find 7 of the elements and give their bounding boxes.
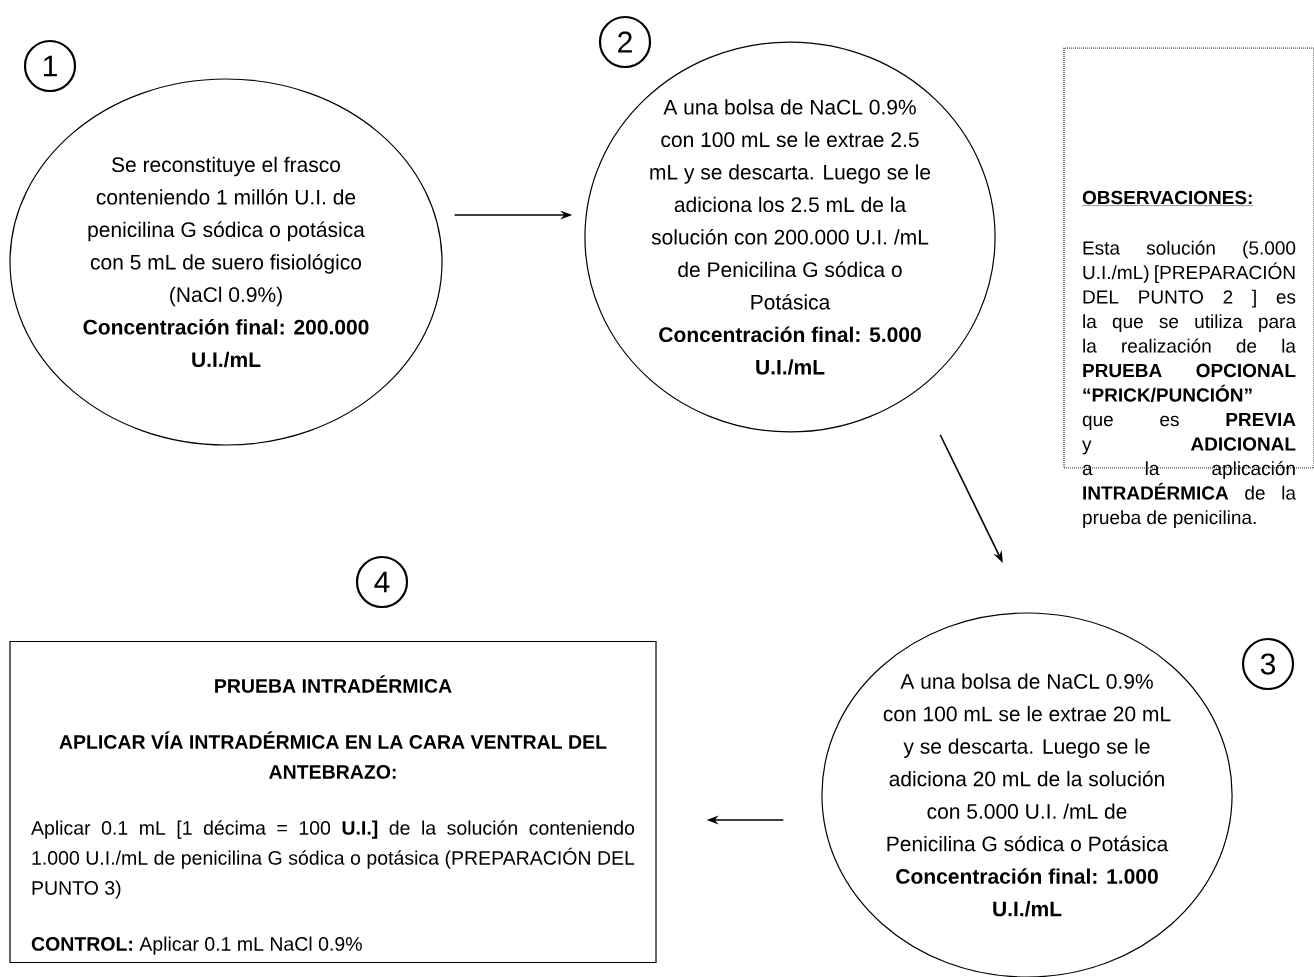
node-label: INTRADÉRMICA de la prueba de penicilina. [1083, 482, 1296, 528]
instruction-box: PRUEBA INTRADÉRMICA APLICAR VÍA INTRADÉRMICA EN LA CARA VENTRAL DEL ANTEBRAZO: Aplicar 0.1 mL [1 décima = 100 U.I.] de la solución conteniendo 1.000 U.I./mL de penicilina G sódica o potásica (PREPARACIÓN DEL PUNTO 3) CONTROL: Aplicar 0.1 mL NaCl 0.9% [9, 640, 657, 964]
notes-box: OBSERVACIONES: Esta solución (5.000 U.I./mL) [PREPARACIÓN DEL PUNTO 2 ] es la que se utiliza para la realización de la PRUEBA OPCIONAL “PRICK/PUNCIÓN” que es PREVIA y ADICIONAL a la aplicación INTRADÉRMICA de la prueba de penicilina. [1063, 47, 1314, 528]
step-number: 2 [598, 15, 652, 69]
step-number: 1 [23, 39, 77, 93]
step-number: 4 [355, 555, 409, 609]
step-number: 3 [1241, 637, 1295, 691]
